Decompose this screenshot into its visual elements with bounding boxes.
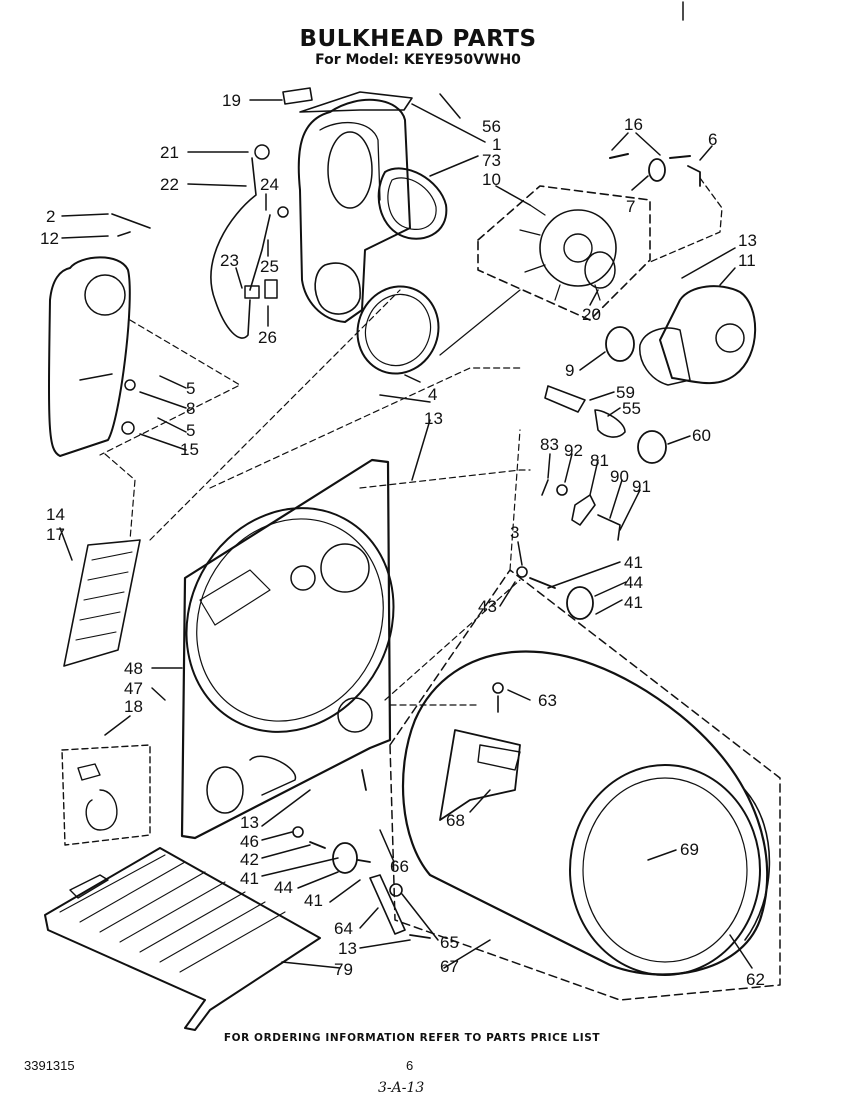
callout-13-top: 13 xyxy=(738,231,757,250)
callout-41-upper-a: 41 xyxy=(624,553,643,572)
part-top-duct xyxy=(299,91,413,113)
part-impeller-20 xyxy=(584,251,616,289)
callout-42: 42 xyxy=(240,850,259,869)
callout-6: 6 xyxy=(708,130,717,149)
document-number: 3391315 xyxy=(24,1058,75,1073)
callout-15: 15 xyxy=(180,440,199,459)
part-thermistor-55 xyxy=(594,409,626,438)
page-number: 6 xyxy=(406,1058,414,1073)
part-blower-housing-11 xyxy=(659,285,757,385)
callout-20: 20 xyxy=(582,305,601,324)
callout-22: 22 xyxy=(160,175,179,194)
callout-56: 56 xyxy=(482,117,501,136)
callout-26: 26 xyxy=(258,328,277,347)
callout-16: 16 xyxy=(624,115,643,134)
part-blower-wheel xyxy=(539,209,617,287)
part-thermal-fuse-59 xyxy=(544,385,586,413)
callout-67: 67 xyxy=(440,957,459,976)
part-screw-2 xyxy=(111,213,151,229)
callout-62: 62 xyxy=(746,970,765,989)
callout-92: 92 xyxy=(564,441,583,460)
callout-21: 21 xyxy=(160,143,179,162)
callout-23: 23 xyxy=(220,251,239,270)
callout-9: 9 xyxy=(565,361,574,380)
callout-13-bottom: 13 xyxy=(338,939,357,958)
callout-43: 43 xyxy=(478,597,497,616)
callout-10: 10 xyxy=(482,170,501,189)
callout-12: 12 xyxy=(40,229,59,248)
callout-46: 46 xyxy=(240,832,259,851)
part-roller-44 xyxy=(566,586,594,620)
part-grommet-60 xyxy=(637,430,667,464)
part-seal-73 xyxy=(377,167,448,240)
callout-47: 47 xyxy=(124,679,143,698)
part-seal-9 xyxy=(605,326,635,362)
callout-2: 2 xyxy=(46,207,55,226)
callout-91: 91 xyxy=(632,477,651,496)
part-clip-7 xyxy=(648,158,666,182)
part-baffle-68 xyxy=(439,729,521,821)
part-drum-seal-62 xyxy=(744,789,771,941)
part-heater-element xyxy=(63,539,141,667)
callout-5-lower: 5 xyxy=(186,421,195,440)
callout-13-lower: 13 xyxy=(240,813,259,832)
callout-68: 68 xyxy=(446,811,465,830)
callout-13-mid: 13 xyxy=(424,409,443,428)
part-idler-assembly xyxy=(48,256,131,457)
callout-48: 48 xyxy=(124,659,143,678)
part-bracket-6 xyxy=(687,165,701,187)
part-seal-4 xyxy=(356,285,440,375)
part-switch-81 xyxy=(571,494,596,526)
callout-41-lower-b: 41 xyxy=(304,891,323,910)
part-kit-18 xyxy=(61,744,151,846)
callout-41-lower-a: 41 xyxy=(240,869,259,888)
callout-14: 14 xyxy=(46,505,65,524)
callout-73: 73 xyxy=(482,151,501,170)
model-subtitle: For Model: KEYE950VWH0 xyxy=(315,52,521,68)
part-roller-44b xyxy=(332,842,358,874)
callout-11: 11 xyxy=(738,251,756,270)
part-front-bulkhead-48 xyxy=(180,458,392,840)
part-shaft-64 xyxy=(369,874,406,935)
page-title: BULKHEAD PARTS xyxy=(299,26,537,52)
callout-18: 18 xyxy=(124,697,143,716)
callout-81: 81 xyxy=(590,451,609,470)
part-heater-base-79 xyxy=(44,847,321,1031)
callout-59: 59 xyxy=(616,383,635,402)
callout-41-upper-b: 41 xyxy=(624,593,643,612)
callout-69: 69 xyxy=(680,840,699,859)
callout-19: 19 xyxy=(222,91,241,110)
callout-55: 55 xyxy=(622,399,641,418)
callout-5-upper: 5 xyxy=(186,379,195,398)
ordering-note: FOR ORDERING INFORMATION REFER TO PARTS … xyxy=(223,1032,601,1044)
callout-79: 79 xyxy=(334,960,353,979)
callout-64: 64 xyxy=(334,919,353,938)
callout-7: 7 xyxy=(626,197,635,216)
part-bulkhead-panel xyxy=(297,98,411,323)
callout-8: 8 xyxy=(186,399,195,418)
part-screw-16 xyxy=(609,153,691,159)
callout-44-upper: 44 xyxy=(624,573,643,592)
callout-90: 90 xyxy=(610,467,629,486)
part-drum-box xyxy=(389,569,781,1001)
callout-60: 60 xyxy=(692,426,711,445)
callout-66: 66 xyxy=(390,857,409,876)
part-fan-housing-box xyxy=(477,185,651,321)
callout-24: 24 xyxy=(260,175,279,194)
part-harness xyxy=(210,157,257,339)
callout-17: 17 xyxy=(46,525,65,544)
callout-83: 83 xyxy=(540,435,559,454)
handwritten-note: 3-A-13 xyxy=(378,1080,425,1096)
callout-4: 4 xyxy=(428,385,437,404)
callout-44-lower: 44 xyxy=(274,878,293,897)
callout-63: 63 xyxy=(538,691,557,710)
callout-65: 65 xyxy=(440,933,459,952)
callout-3: 3 xyxy=(510,523,519,542)
callout-1: 1 xyxy=(492,135,501,154)
callout-25: 25 xyxy=(260,257,279,276)
